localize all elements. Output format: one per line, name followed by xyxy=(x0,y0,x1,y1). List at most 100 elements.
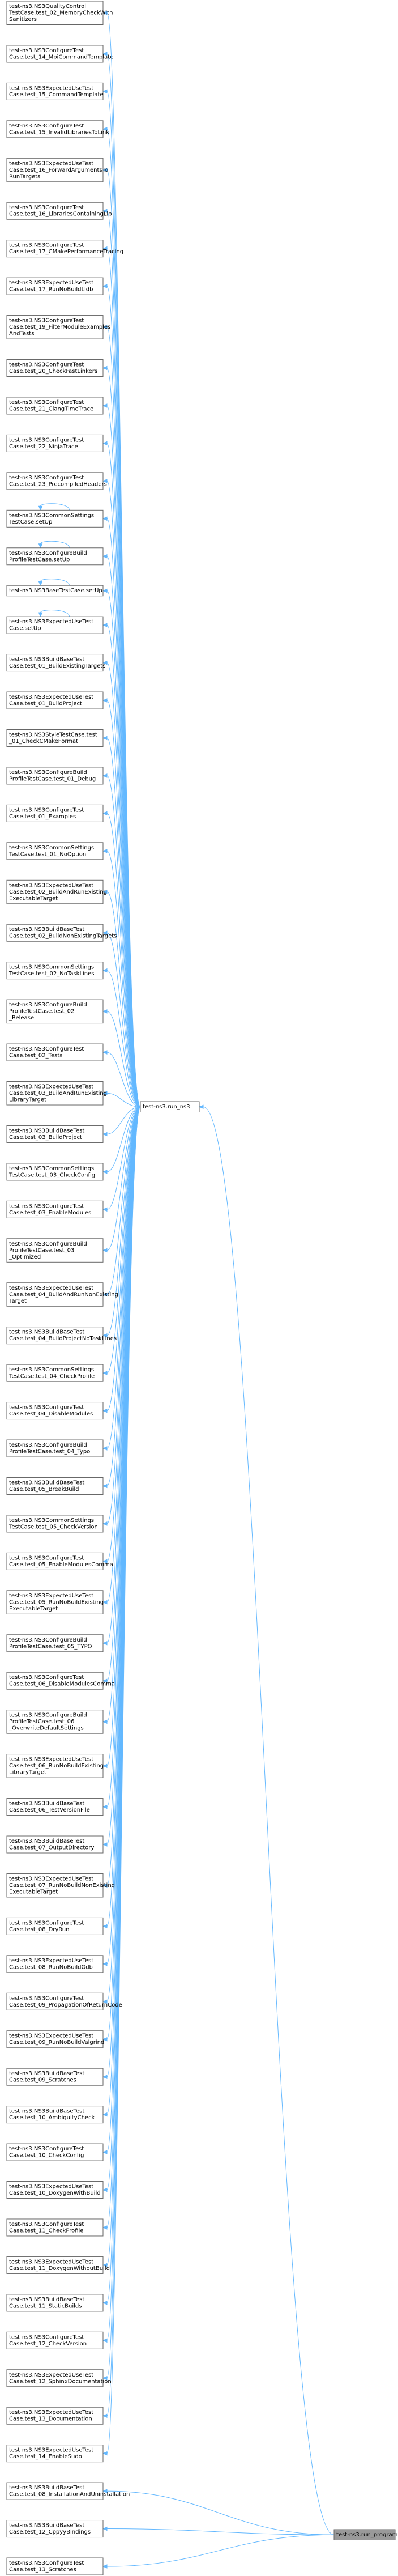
caller-node-8[interactable]: test-ns3.NS3ConfigureTestCase.test_19_Fi… xyxy=(6,315,110,339)
caller-node-33[interactable]: test-ns3.NS3ExpectedUseTestCase.test_04_… xyxy=(6,1282,118,1307)
caller-node-50-label-line: test-ns3.NS3ExpectedUseTest xyxy=(9,1958,93,1964)
caller-node-34[interactable]: test-ns3.NS3BuildBaseTestCase.test_04_Bu… xyxy=(6,1327,117,1345)
caller-node-56[interactable]: test-ns3.NS3ExpectedUseTestCase.test_10_… xyxy=(6,2181,104,2199)
caller-node-60[interactable]: test-ns3.NS3ConfigureTestCase.test_12_Ch… xyxy=(6,2331,104,2349)
caller-node-42-label-line: ProfileTestCase.test_05_TYPO xyxy=(9,1643,92,1650)
caller-node-53[interactable]: test-ns3.NS3BuildBaseTestCase.test_09_Sc… xyxy=(6,2068,104,2086)
caller-node-19[interactable]: test-ns3.NS3StyleTestCase.test_01_CheckC… xyxy=(6,729,104,747)
caller-node-57[interactable]: test-ns3.NS3ConfigureTestCase.test_11_Ch… xyxy=(6,2218,104,2237)
caller-node-59[interactable]: test-ns3.NS3BuildBaseTestCase.test_11_St… xyxy=(6,2294,104,2312)
caller-node-24-label-line: test-ns3.NS3BuildBaseTest xyxy=(9,926,84,933)
hub-node-run-ns3[interactable]: test-ns3.run_ns3 xyxy=(140,1101,200,1112)
self-loop-caller-16-arrowhead xyxy=(38,612,43,618)
caller-node-27-label-line: test-ns3.NS3ConfigureTest xyxy=(9,1046,84,1052)
caller-node-64[interactable]: test-ns3.NS3BuildBaseTestCase.test_08_In… xyxy=(6,2482,130,2500)
caller-node-49[interactable]: test-ns3.NS3ConfigureTestCase.test_08_Dr… xyxy=(6,1917,104,1935)
caller-node-35[interactable]: test-ns3.NS3CommonSettingsTestCase.test_… xyxy=(6,1364,104,1382)
caller-node-3-label-line: Case.test_15_InvalidLibrariesToLink xyxy=(9,129,109,135)
caller-node-6[interactable]: test-ns3.NS3ConfigureTestCase.test_17_CM… xyxy=(6,240,123,258)
caller-node-44[interactable]: test-ns3.NS3ConfigureBuildProfileTestCas… xyxy=(6,1710,104,1734)
caller-node-46[interactable]: test-ns3.NS3BuildBaseTestCase.test_06_Te… xyxy=(6,1798,104,1816)
caller-node-28[interactable]: test-ns3.NS3ExpectedUseTestCase.test_03_… xyxy=(6,1081,107,1106)
edge-run-ns3-to-caller-37 xyxy=(102,1106,141,1451)
caller-node-30[interactable]: test-ns3.NS3CommonSettingsTestCase.test_… xyxy=(6,1163,104,1181)
caller-node-42[interactable]: test-ns3.NS3ConfigureBuildProfileTestCas… xyxy=(6,1634,104,1652)
edge-run-ns3-to-caller-19-line xyxy=(106,737,141,1107)
caller-node-51[interactable]: test-ns3.NS3ConfigureTestCase.test_09_Pr… xyxy=(6,1992,122,2010)
caller-node-27[interactable]: test-ns3.NS3ConfigureTestCase.test_02_Te… xyxy=(6,1043,104,1061)
caller-node-33-label-line: Case.test_04_BuildAndRunNonExisting xyxy=(9,1291,118,1298)
edge-run-program-to-caller-65-line xyxy=(106,2528,335,2535)
caller-node-39[interactable]: test-ns3.NS3CommonSettingsTestCase.test_… xyxy=(6,1515,104,1533)
caller-node-1[interactable]: test-ns3.NS3ConfigureTestCase.test_14_Mp… xyxy=(6,45,113,63)
caller-node-54[interactable]: test-ns3.NS3BuildBaseTestCase.test_10_Am… xyxy=(6,2106,104,2124)
caller-node-21[interactable]: test-ns3.NS3ConfigureTestCase.test_01_Ex… xyxy=(6,804,104,822)
caller-node-65[interactable]: test-ns3.NS3BuildBaseTestCase.test_12_Cp… xyxy=(6,2520,104,2538)
caller-node-52-label-line: test-ns3.NS3ExpectedUseTest xyxy=(9,2033,93,2039)
caller-node-3-label-line: test-ns3.NS3ConfigureTest xyxy=(9,123,84,129)
caller-node-15[interactable]: test-ns3.NS3BaseTestCase.setUp xyxy=(6,585,104,597)
caller-node-39-label-line: test-ns3.NS3CommonSettings xyxy=(9,1517,94,1524)
caller-node-17[interactable]: test-ns3.NS3BuildBaseTestCase.test_01_Bu… xyxy=(6,654,105,672)
caller-node-38[interactable]: test-ns3.NS3BuildBaseTestCase.test_05_Br… xyxy=(6,1477,104,1495)
caller-node-61[interactable]: test-ns3.NS3ExpectedUseTestCase.test_12_… xyxy=(6,2369,112,2387)
caller-node-32-label-line: _Optimized xyxy=(8,1254,41,1260)
caller-node-5[interactable]: test-ns3.NS3ConfigureTestCase.test_16_Li… xyxy=(6,202,112,220)
caller-node-40-label-line: test-ns3.NS3ConfigureTest xyxy=(9,1555,84,1561)
caller-node-47-label-line: test-ns3.NS3BuildBaseTest xyxy=(9,1838,84,1844)
caller-node-55[interactable]: test-ns3.NS3ConfigureTestCase.test_10_Ch… xyxy=(6,2143,104,2161)
caller-node-44-label-line: _OverwriteDefaultSettings xyxy=(8,1725,84,1732)
caller-node-11[interactable]: test-ns3.NS3ConfigureTestCase.test_22_Ni… xyxy=(6,434,104,452)
caller-node-24[interactable]: test-ns3.NS3BuildBaseTestCase.test_02_Bu… xyxy=(6,924,117,942)
caller-node-9[interactable]: test-ns3.NS3ConfigureTestCase.test_20_Ch… xyxy=(6,359,104,377)
caller-node-62[interactable]: test-ns3.NS3ExpectedUseTestCase.test_13_… xyxy=(6,2407,104,2425)
caller-node-55-label-line: Case.test_10_CheckConfig xyxy=(9,2153,84,2159)
caller-node-26[interactable]: test-ns3.NS3ConfigureBuildProfileTestCas… xyxy=(6,999,104,1024)
caller-node-66-label-line: test-ns3.NS3ConfigureTest xyxy=(9,2560,84,2566)
caller-node-25[interactable]: test-ns3.NS3CommonSettingsTestCase.test_… xyxy=(6,962,104,980)
edge-run-ns3-to-caller-27 xyxy=(102,1050,141,1107)
caller-node-36[interactable]: test-ns3.NS3ConfigureTestCase.test_04_Di… xyxy=(6,1402,104,1420)
caller-node-0-box xyxy=(6,1,104,25)
caller-node-4[interactable]: test-ns3.NS3ExpectedUseTestCase.test_16_… xyxy=(6,158,108,182)
caller-node-23-label-line: Case.test_02_BuildAndRunExisting xyxy=(9,889,107,895)
caller-node-23[interactable]: test-ns3.NS3ExpectedUseTestCase.test_02_… xyxy=(6,879,107,904)
caller-node-29[interactable]: test-ns3.NS3BuildBaseTestCase.test_03_Bu… xyxy=(6,1125,104,1143)
caller-node-48[interactable]: test-ns3.NS3ExpectedUseTestCase.test_07_… xyxy=(6,1873,115,1898)
caller-node-10[interactable]: test-ns3.NS3ConfigureTestCase.test_21_Cl… xyxy=(6,397,104,415)
target-node-run-program[interactable]: test-ns3.run_program xyxy=(333,2529,397,2540)
caller-node-22[interactable]: test-ns3.NS3CommonSettingsTestCase.test_… xyxy=(6,842,104,860)
caller-node-63[interactable]: test-ns3.NS3ExpectedUseTestCase.test_14_… xyxy=(6,2445,104,2463)
caller-node-52[interactable]: test-ns3.NS3ExpectedUseTestCase.test_09_… xyxy=(6,2030,104,2048)
caller-node-37[interactable]: test-ns3.NS3ConfigureBuildProfileTestCas… xyxy=(6,1439,104,1457)
caller-node-7[interactable]: test-ns3.NS3ExpectedUseTestCase.test_17_… xyxy=(6,277,104,295)
caller-node-33-label-line: Target xyxy=(8,1298,27,1304)
edge-run-ns3-to-caller-27-line xyxy=(106,1052,141,1107)
caller-node-31[interactable]: test-ns3.NS3ConfigureTestCase.test_03_En… xyxy=(6,1200,104,1218)
caller-node-14[interactable]: test-ns3.NS3ConfigureBuildProfileTestCas… xyxy=(6,547,104,566)
caller-node-58[interactable]: test-ns3.NS3ExpectedUseTestCase.test_11_… xyxy=(6,2256,110,2274)
caller-node-12[interactable]: test-ns3.NS3ConfigureTestCase.test_23_Pr… xyxy=(6,472,107,490)
caller-node-66[interactable]: test-ns3.NS3ConfigureTestCase.test_13_Sc… xyxy=(6,2557,104,2575)
caller-node-23-label-line: ExecutableTarget xyxy=(9,895,58,902)
edge-run-ns3-to-caller-32-line xyxy=(106,1106,141,1251)
caller-node-40[interactable]: test-ns3.NS3ConfigureTestCase.test_05_En… xyxy=(6,1552,113,1570)
caller-node-2[interactable]: test-ns3.NS3ExpectedUseTestCase.test_15_… xyxy=(6,82,104,100)
caller-node-47-box xyxy=(6,1835,104,1854)
caller-node-3[interactable]: test-ns3.NS3ConfigureTestCase.test_15_In… xyxy=(6,120,109,138)
caller-node-32[interactable]: test-ns3.NS3ConfigureBuildProfileTestCas… xyxy=(6,1238,104,1263)
caller-node-41[interactable]: test-ns3.NS3ExpectedUseTestCase.test_05_… xyxy=(6,1590,104,1614)
caller-node-34-label-line: test-ns3.NS3BuildBaseTest xyxy=(9,1329,84,1336)
caller-node-64-label-line: test-ns3.NS3BuildBaseTest xyxy=(9,2485,84,2491)
caller-node-43[interactable]: test-ns3.NS3ConfigureTestCase.test_06_Di… xyxy=(6,1672,115,1690)
caller-node-50[interactable]: test-ns3.NS3ExpectedUseTestCase.test_08_… xyxy=(6,1955,104,1973)
edge-run-ns3-to-caller-39 xyxy=(102,1106,141,1526)
caller-node-47[interactable]: test-ns3.NS3BuildBaseTestCase.test_07_Ou… xyxy=(6,1835,104,1854)
caller-node-18[interactable]: test-ns3.NS3ExpectedUseTestCase.test_01_… xyxy=(6,691,104,709)
caller-node-0[interactable]: test-ns3.NS3QualityControlTestCase.test_… xyxy=(6,1,113,25)
self-loop-caller-15 xyxy=(38,579,70,586)
caller-node-45[interactable]: test-ns3.NS3ExpectedUseTestCase.test_06_… xyxy=(6,1754,104,1778)
caller-node-20[interactable]: test-ns3.NS3ConfigureBuildProfileTestCas… xyxy=(6,767,104,785)
